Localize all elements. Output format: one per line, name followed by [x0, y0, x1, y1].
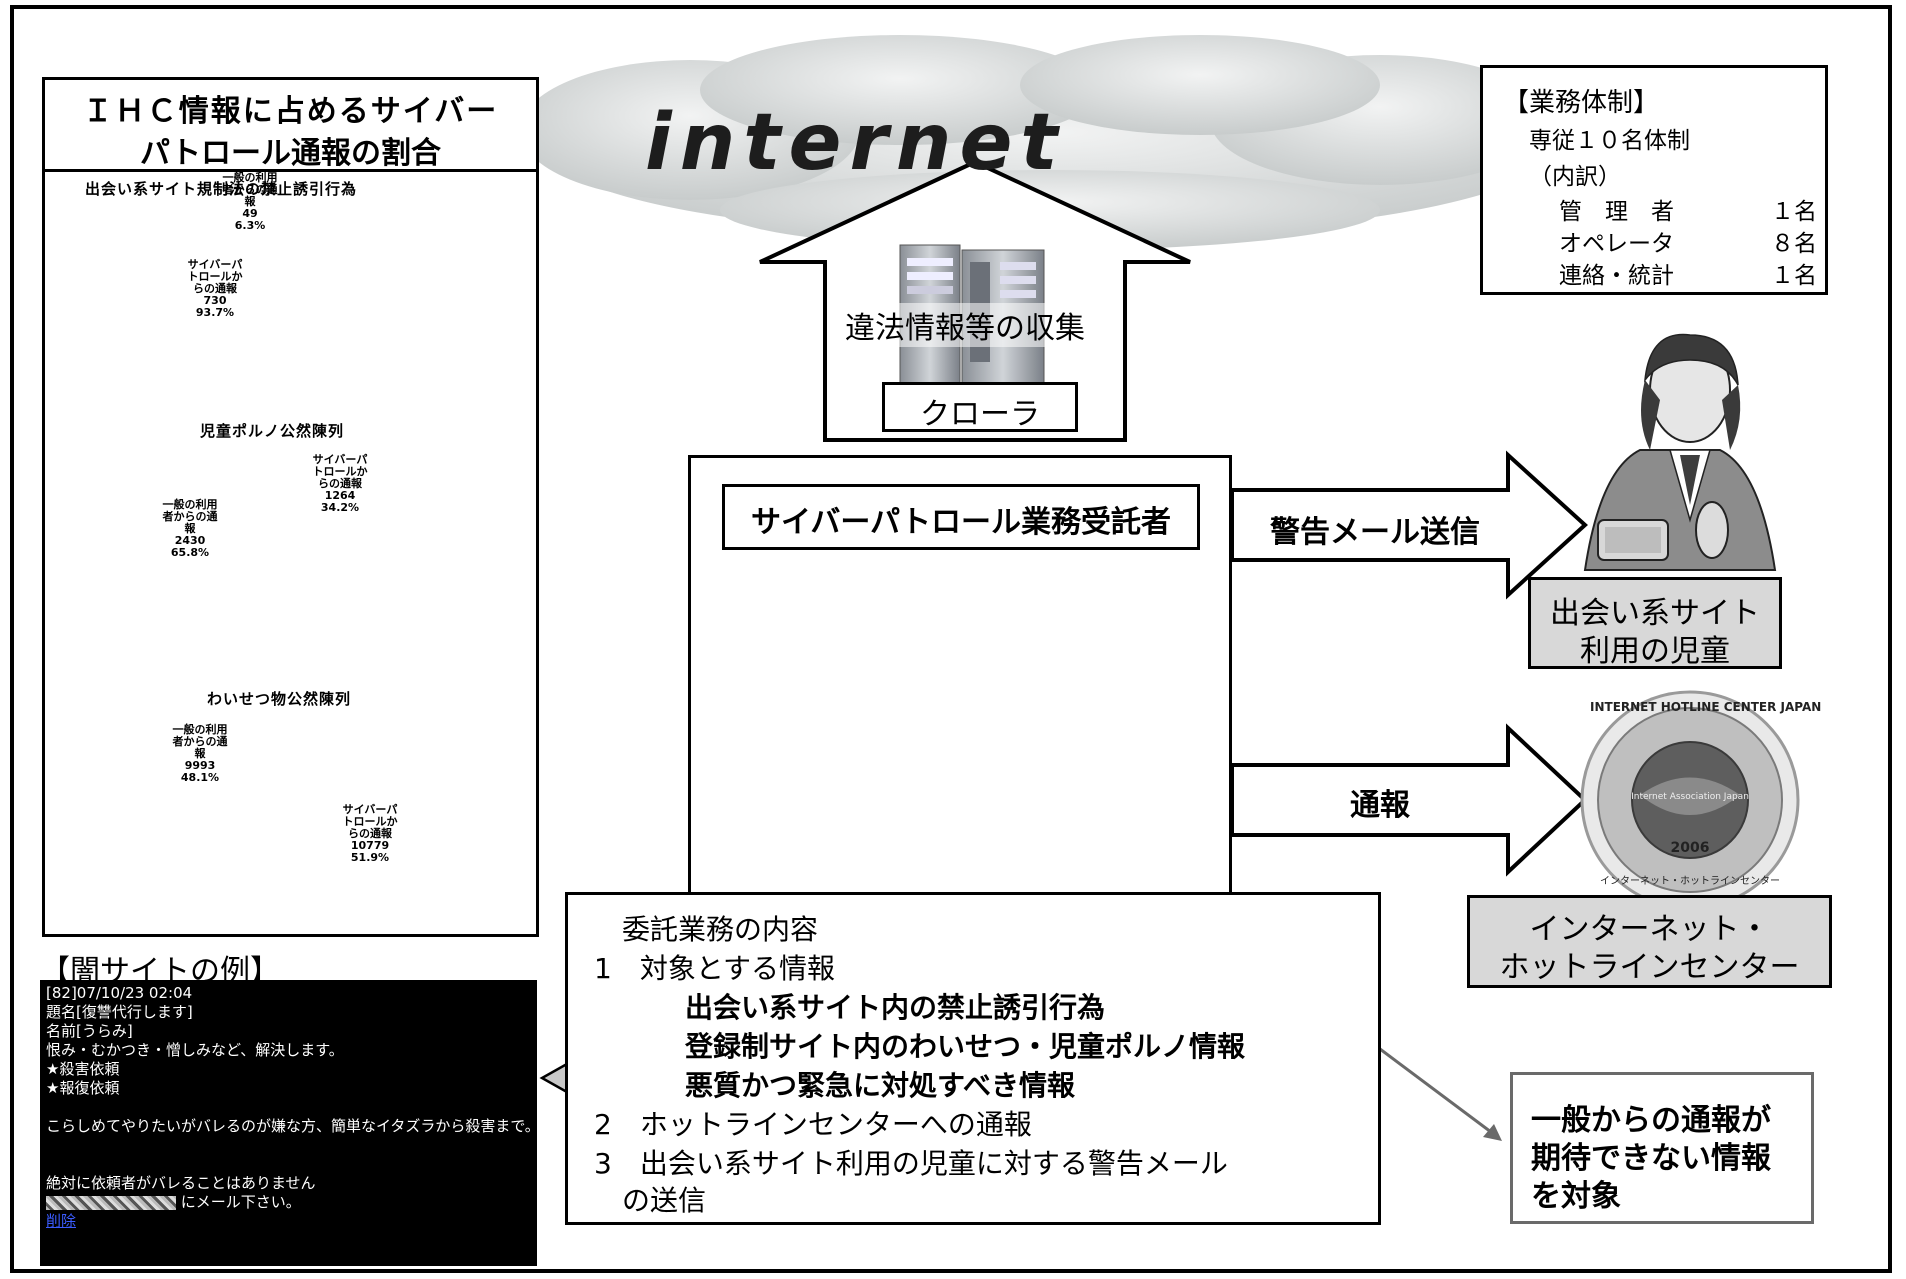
staffing-role-1: 管 理 者: [1559, 199, 1674, 225]
warning-mail-arrow: [1230, 450, 1588, 600]
note-connector: [1367, 1038, 1496, 1137]
dark-site-delete-link[interactable]: 削除: [46, 1212, 77, 1230]
dark-site-line: こらしめてやりたいがバレるのが嫌な方、簡単なイタズラから殺害まで。: [46, 1117, 540, 1135]
staffing-count-3: １名: [1771, 263, 1817, 289]
dark-site-line: 名前[うらみ]: [46, 1022, 133, 1040]
note-line3: を対象: [1531, 1179, 1621, 1214]
report-label: 通報: [1350, 788, 1410, 823]
pie-panel-title-box: [42, 77, 539, 172]
ihc-box: インターネット・ ホットラインセンター: [1467, 895, 1832, 988]
warning-mail-label: 警告メール送信: [1270, 515, 1480, 550]
ihc-logo-text-mid: Internet Association Japan: [1631, 792, 1749, 802]
dark-site-mail-suffix: にメール下さい。: [180, 1193, 301, 1211]
pie-title: 出会い系サイト規制法の禁止誘引行為: [85, 180, 358, 198]
dark-site-line: [46, 1136, 531, 1155]
tasks-item2: 2 ホットラインセンターへの通報: [594, 1108, 1032, 1141]
report-arrow: [1230, 723, 1588, 877]
staffing-line1: 専従１０名体制: [1529, 128, 1690, 154]
dark-site-line: 恨み・むかつき・憎しみなど、解決します。: [46, 1041, 344, 1059]
tasks-sub2: 登録制サイト内のわいせつ・児童ポルノ情報: [685, 1030, 1246, 1063]
tasks-sub1: 出会い系サイト内の禁止誘引行為: [685, 991, 1106, 1024]
ihc-line1: インターネット・: [1529, 912, 1770, 947]
staffing-title: 【業務体制】: [1503, 88, 1660, 118]
ihc-logo-text-top: INTERNET HOTLINE CENTER JAPAN: [1590, 700, 1822, 714]
dark-site-mail-line: にメール下さい。: [46, 1193, 531, 1212]
staffing-role-3: 連絡・統計: [1559, 263, 1674, 289]
dark-site-line: ★殺害依頼: [46, 1060, 120, 1078]
staffing-line2: （内訳）: [1529, 164, 1621, 190]
child-user-line1: 出会い系サイト: [1550, 596, 1760, 631]
ihc-line2: ホットラインセンター: [1499, 950, 1800, 985]
tasks-sub3: 悪質かつ緊急に対処すべき情報: [685, 1069, 1076, 1102]
censored-address: [46, 1195, 176, 1210]
dark-site-line: [82]07/10/23 02:04: [46, 984, 193, 1002]
pie-panel-title-line2: パトロール通報の割合: [140, 136, 441, 171]
dark-site-line: [46, 1155, 531, 1174]
ihc-logo-year: 2006: [1670, 840, 1710, 856]
dark-site-line: 絶対に依頼者がバレることはありません: [46, 1174, 316, 1192]
pie-panel-title-line1: ＩＨＣ情報に占めるサイバー: [82, 94, 499, 129]
child-user-figure: [1583, 333, 1777, 571]
child-user-box: 出会い系サイト 利用の児童: [1528, 577, 1782, 669]
pie-title: わいせつ物公然陳列: [207, 690, 352, 708]
staffing-box: 【業務体制】 専従１０名体制 （内訳） 管 理 者 １名 オペレータ ８名 連絡…: [1480, 65, 1828, 295]
tasks-item3b: の送信: [622, 1184, 707, 1217]
note-box: 一般からの通報が 期待できない情報 を対象: [1510, 1072, 1814, 1224]
pie-panel: [42, 77, 539, 937]
tasks-heading: 委託業務の内容: [622, 913, 819, 946]
dark-site-line: ★報復依頼: [46, 1079, 120, 1097]
dark-site-line: 題名[復讐代行します]: [46, 1003, 193, 1021]
staffing-role-2: オペレータ: [1559, 231, 1674, 257]
dark-site-screenshot: [82]07/10/23 02:04 題名[復讐代行します] 名前[うらみ] 恨…: [40, 980, 540, 1266]
staffing-count-1: １名: [1771, 199, 1817, 225]
contractor-title-box: サイバーパトロール業務受託者: [722, 484, 1200, 550]
tasks-box: 委託業務の内容 1 対象とする情報 出会い系サイト内の禁止誘引行為 登録制サイト…: [565, 892, 1381, 1225]
staffing-count-2: ８名: [1771, 231, 1817, 257]
dark-site-line: [46, 1098, 531, 1117]
pie-title: 児童ポルノ公然陳列: [200, 422, 345, 440]
ihc-logo-text-bottom: インターネット・ホットラインセンター: [1600, 876, 1780, 887]
ihc-logo: [1580, 690, 1800, 910]
note-line1: 一般からの通報が: [1531, 1103, 1771, 1138]
crawler-label: クローラ: [920, 397, 1040, 432]
crawler-box: クローラ: [882, 382, 1078, 432]
child-user-line2: 利用の児童: [1580, 634, 1730, 669]
tasks-item3: 3 出会い系サイト利用の児童に対する警告メール: [594, 1147, 1228, 1180]
outer-frame: [10, 5, 1892, 1273]
contractor-title: サイバーパトロール業務受託者: [751, 505, 1171, 540]
tasks-item1: 1 対象とする情報: [594, 952, 835, 985]
note-line2: 期待できない情報: [1531, 1141, 1771, 1176]
collection-label: 違法情報等の収集: [845, 303, 1085, 347]
internet-label: internet: [645, 98, 1066, 188]
note-connector-head: [1483, 1124, 1502, 1141]
